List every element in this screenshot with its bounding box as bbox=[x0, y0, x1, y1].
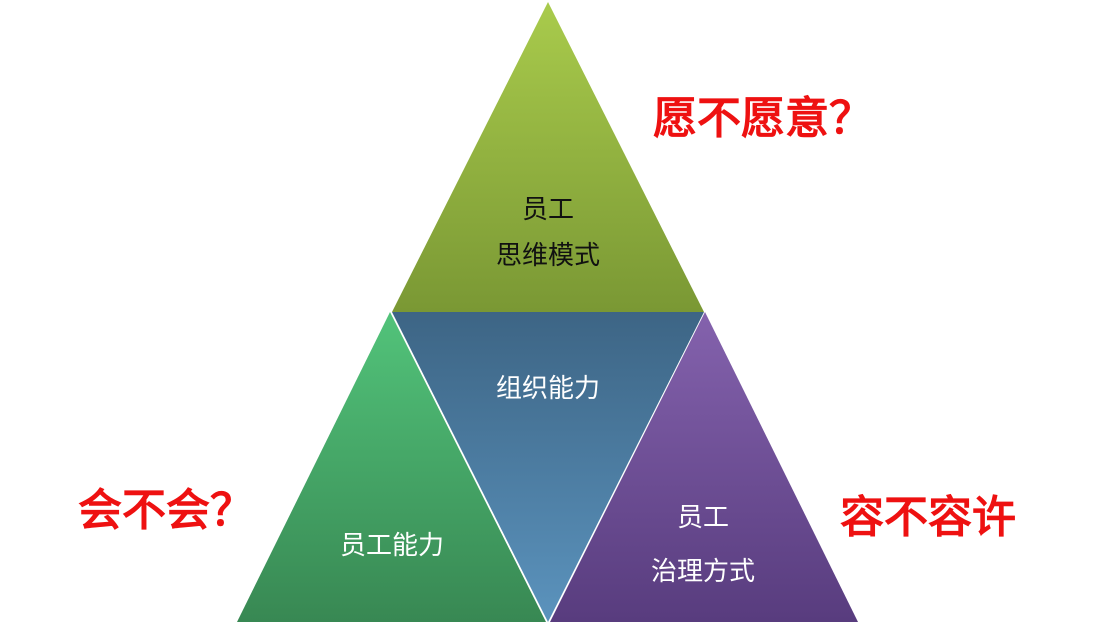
middle-label: 组织能力 bbox=[495, 374, 600, 404]
question-willing: 愿不愿意？ bbox=[653, 93, 873, 144]
question-able: 会不会？ bbox=[78, 485, 254, 536]
right-label-line1: 员工 bbox=[676, 503, 729, 533]
top-label: 员工 思维模式 bbox=[448, 192, 648, 274]
right-triangle bbox=[550, 312, 858, 622]
top-triangle bbox=[392, 2, 704, 312]
right-label: 员工 治理方式 bbox=[603, 500, 803, 590]
right-label-line2: 治理方式 bbox=[650, 557, 755, 587]
top-label-line1: 员工 bbox=[521, 195, 574, 225]
top-label-line2: 思维模式 bbox=[495, 241, 600, 271]
left-triangle bbox=[237, 312, 546, 622]
question-allowed: 容不容许 bbox=[840, 492, 1016, 543]
middle-triangle bbox=[392, 312, 704, 622]
left-label: 员工能力 bbox=[339, 531, 444, 561]
